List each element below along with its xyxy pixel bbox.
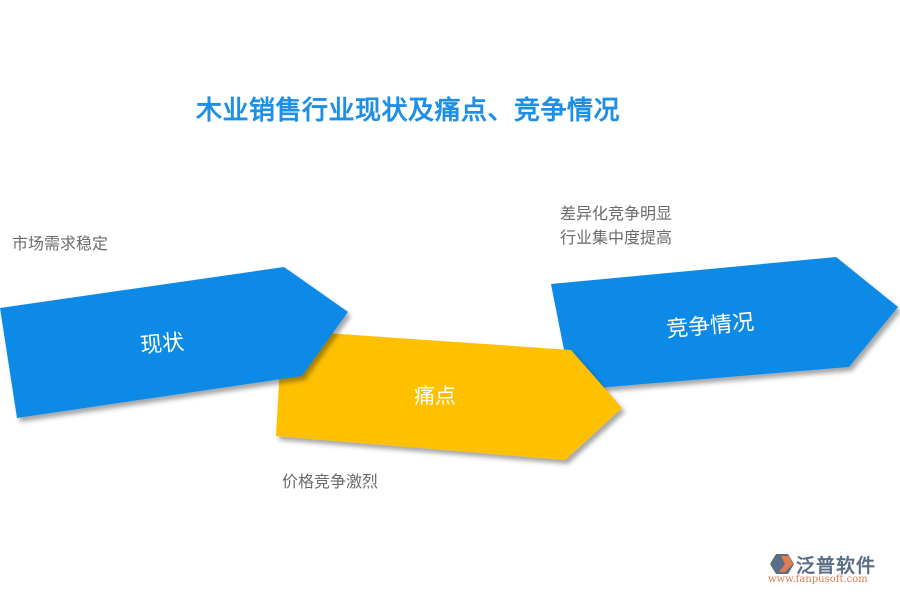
status-note: 市场需求稳定 (12, 234, 109, 253)
pain-point-arrow (276, 330, 622, 460)
status-arrow-label: 现状 (139, 330, 186, 359)
logo-name: 泛普软件 (796, 555, 877, 577)
brand-logo: 泛普软件 www.fanpusoft.com (766, 552, 896, 588)
competition-note-2: 行业集中度提高 (560, 228, 673, 247)
competition-arrow (551, 257, 898, 390)
pain-point-arrow-label: 痛点 (414, 384, 456, 408)
competition-notes: 差异化竞争明显 行业集中度提高 (560, 202, 672, 250)
pain-point-note: 价格竞争激烈 (282, 472, 379, 491)
status-arrow (0, 267, 348, 418)
logo-icon (770, 554, 794, 574)
logo-url: www.fanpusoft.com (768, 574, 868, 585)
page-title: 木业销售行业现状及痛点、竞争情况 (196, 96, 621, 126)
competition-note-1: 差异化竞争明显 (560, 204, 673, 223)
